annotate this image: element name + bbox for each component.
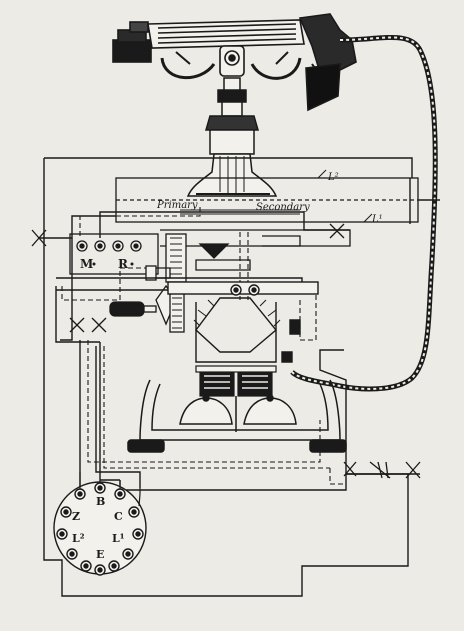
dashed-wiring bbox=[61, 206, 346, 485]
primary-label: Primary bbox=[156, 200, 198, 211]
l2-top-label: L² bbox=[327, 172, 339, 183]
terminal-l1-label: L¹ bbox=[112, 532, 125, 545]
outer-wiring bbox=[38, 157, 440, 597]
bell-gong-left bbox=[179, 397, 233, 425]
terminal-z-label: Z bbox=[72, 510, 80, 523]
wire-cross-marks bbox=[31, 223, 421, 479]
terminal-block-wires bbox=[79, 472, 141, 507]
bell-coils bbox=[195, 365, 277, 397]
terminal-c-label: C bbox=[114, 510, 123, 523]
cradle-arms bbox=[160, 57, 302, 80]
terminal-l2-label: L² bbox=[72, 532, 85, 545]
secondary-label: Secondary bbox=[256, 202, 310, 213]
bell-gong-right bbox=[243, 397, 297, 425]
handset-receiver-cup bbox=[112, 39, 152, 63]
terminal-r-label: R bbox=[118, 257, 129, 271]
stand-column bbox=[186, 77, 278, 197]
hook-switch bbox=[145, 229, 351, 283]
handset-transmitter bbox=[298, 13, 357, 73]
terminal-b-label: B bbox=[96, 495, 105, 508]
terminal-strip bbox=[69, 233, 159, 275]
l1-right-label: L¹ bbox=[371, 214, 383, 225]
bell-base bbox=[127, 379, 347, 453]
magneto-crank bbox=[109, 284, 185, 333]
handset-cord bbox=[290, 35, 438, 392]
magneto-body bbox=[56, 277, 319, 363]
terminal-m-label: M bbox=[80, 257, 93, 271]
handset bbox=[112, 13, 357, 112]
terminal-block bbox=[53, 481, 147, 576]
terminal-e-label: E bbox=[96, 548, 104, 561]
